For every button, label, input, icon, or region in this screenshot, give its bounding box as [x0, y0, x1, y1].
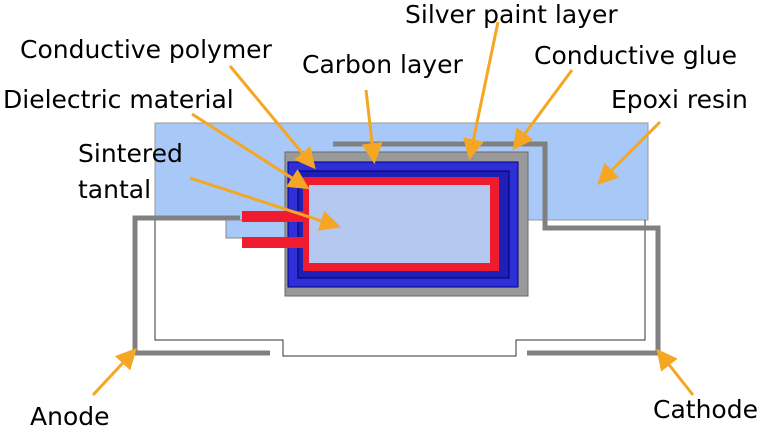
arrow-sintered-tantal — [189, 176, 341, 231]
label-cathode: Cathode — [653, 395, 758, 424]
arrow-silver-paint — [463, 21, 500, 161]
arrow-carbon-layer — [361, 89, 383, 165]
label-tantal: tantal — [78, 175, 151, 204]
anode-terminal — [132, 215, 240, 353]
label-sintered: Sintered — [78, 139, 183, 168]
arrow-epoxi-resin — [597, 120, 662, 185]
arrow-conductive-polymer — [228, 65, 316, 170]
label-carbon-layer: Carbon layer — [302, 50, 463, 79]
arrow-conductive-glue — [512, 69, 574, 151]
label-dielectric-material: Dielectric material — [3, 85, 234, 114]
arrow-dielectric — [191, 112, 310, 190]
tantalum-wire-top — [242, 211, 308, 222]
label-conductive-polymer: Conductive polymer — [20, 35, 273, 64]
label-conductive-glue: Conductive glue — [534, 41, 737, 70]
arrow-cathode — [656, 348, 695, 396]
label-anode: Anode — [30, 402, 110, 431]
cathode-terminal — [333, 141, 661, 356]
label-silver-paint-layer: Silver paint layer — [405, 0, 618, 29]
tantalum-wire-bottom — [242, 237, 308, 248]
package-outline — [154, 220, 646, 357]
arrow-anode — [91, 347, 137, 397]
sintered-tantalum — [309, 185, 490, 263]
label-epoxi-resin: Epoxi resin — [611, 85, 748, 114]
